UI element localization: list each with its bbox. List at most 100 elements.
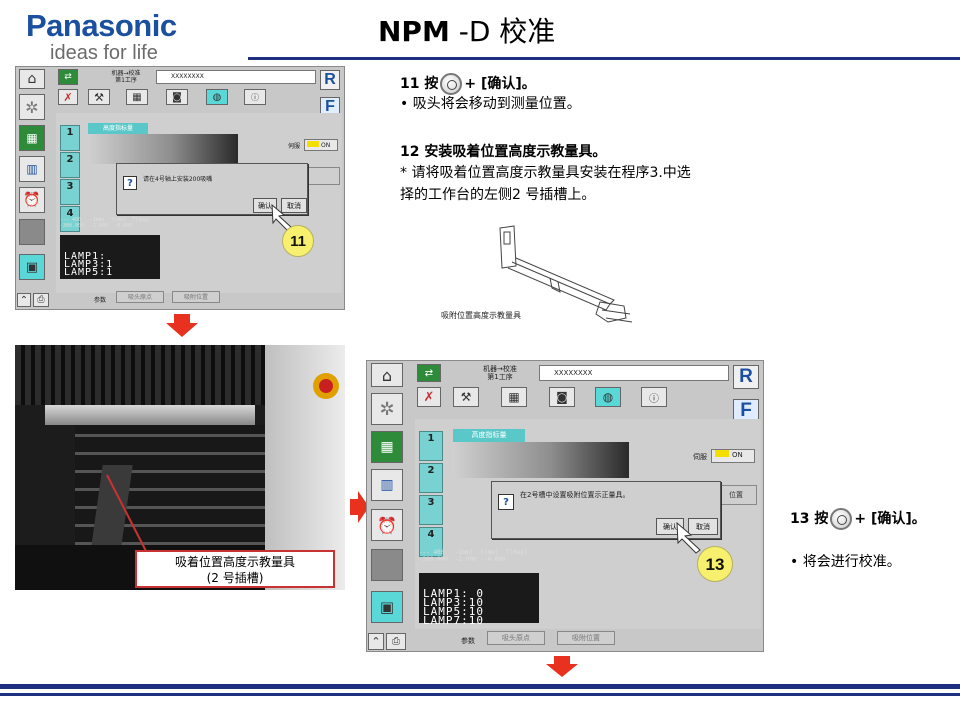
screen-header: 机器→校准第1工序 bbox=[91, 70, 161, 84]
step-11-text: 11 按 + [确认]。 bbox=[400, 73, 536, 95]
question-icon: ? bbox=[498, 494, 514, 510]
card-icon[interactable]: ▣ bbox=[371, 591, 403, 623]
info-icon[interactable]: ⓘ bbox=[641, 387, 667, 407]
program-file: XXXXXXXX bbox=[156, 70, 316, 84]
home-icon[interactable]: ⌂ bbox=[371, 363, 403, 387]
alarm-clock-icon[interactable]: ⏰ bbox=[19, 187, 45, 213]
pickup-position-button[interactable]: 吸附位置 bbox=[557, 631, 615, 645]
cancel-x-icon[interactable]: ✗ bbox=[58, 89, 78, 105]
grid-icon[interactable]: ▦ bbox=[501, 387, 527, 407]
step-12-note-1: * 请将吸着位置高度示教量具安装在程序3.中选 bbox=[400, 165, 691, 181]
print-icon[interactable]: ⎙ bbox=[386, 633, 406, 650]
step-1[interactable]: 1 bbox=[60, 125, 80, 151]
question-icon: ? bbox=[123, 176, 137, 190]
step-13-bullet: • 将会进行校准。 bbox=[790, 554, 901, 570]
blank-icon[interactable] bbox=[19, 219, 45, 245]
servo-label: 伺服 bbox=[693, 453, 707, 461]
machine-screen-1: ⌂ ✲ ▦ ▥ ⏰ ▣ ⌃ ⎙ ⇄ 机器→校准第1工序 XXXXXXXX R F… bbox=[15, 66, 345, 310]
step-13-text: 13 按+ [确认]。 bbox=[790, 508, 926, 530]
pcb-icon[interactable]: ▦ bbox=[371, 431, 403, 463]
round-button-icon bbox=[830, 508, 853, 530]
side-button[interactable] bbox=[306, 167, 340, 185]
servo-label: 伺服 bbox=[288, 143, 301, 150]
step-number-badge: 13 bbox=[697, 546, 733, 582]
side-position-button[interactable]: 位置 bbox=[715, 485, 757, 505]
home-icon[interactable]: ⌂ bbox=[19, 69, 45, 89]
header-line-1: 机器→校准 bbox=[111, 70, 141, 77]
chart-icon[interactable]: ▥ bbox=[19, 156, 45, 182]
wrench-icon[interactable]: ⚒ bbox=[88, 89, 110, 105]
servo-toggle[interactable]: ON bbox=[711, 449, 755, 463]
blank-icon[interactable] bbox=[371, 549, 403, 581]
step-13-confirm: + [确认]。 bbox=[854, 511, 926, 527]
chart-icon[interactable]: ▥ bbox=[371, 469, 403, 501]
title-bold: NPM bbox=[378, 15, 450, 48]
program-file: XXXXXXXX bbox=[539, 365, 729, 381]
lamp-panel bbox=[419, 573, 539, 623]
step-4[interactable]: 4 bbox=[419, 527, 443, 557]
step-3[interactable]: 3 bbox=[60, 179, 80, 205]
cancel-button[interactable]: 取消 bbox=[281, 198, 307, 213]
step-2[interactable]: 2 bbox=[419, 463, 443, 493]
step-11-bullet: • 吸头将会移动到测量位置。 bbox=[400, 96, 581, 112]
right-arrow-icon bbox=[350, 491, 369, 523]
r-button[interactable]: R bbox=[320, 70, 340, 90]
alarm-clock-icon[interactable]: ⏰ bbox=[371, 509, 403, 541]
params-label: 参数 bbox=[461, 637, 475, 645]
up-icon[interactable]: ⌃ bbox=[368, 633, 384, 650]
display-gradient bbox=[88, 134, 238, 164]
machine-photo bbox=[15, 345, 345, 590]
callout-line-2: (2 号插槽) bbox=[206, 571, 264, 585]
servo-on-label: ON bbox=[321, 142, 331, 149]
confirm-dialog: ? 请在4号轴上安装200吸嘴 确认 取消 bbox=[116, 163, 308, 215]
step-12-title: 12 安装吸着位置高度示教量具。 bbox=[400, 144, 607, 160]
lamp-readout: LAMP1: LAMP3:1 LAMP5:1 bbox=[64, 251, 114, 278]
nav-back-icon[interactable]: ⇄ bbox=[58, 69, 78, 85]
head-origin-button[interactable]: 吸头原点 bbox=[487, 631, 545, 645]
readout-values: --- 400 -1mm) Y(mm) T(deg) -300.000 -1.0… bbox=[60, 217, 151, 229]
camera-icon[interactable]: ◍ bbox=[206, 89, 228, 105]
head-origin-button[interactable]: 吸头原点 bbox=[116, 291, 164, 303]
step-1[interactable]: 1 bbox=[419, 431, 443, 461]
fan-icon[interactable]: ✲ bbox=[371, 393, 403, 425]
params-label: 参数 bbox=[94, 297, 107, 304]
header-line-2: 第1工序 bbox=[487, 373, 513, 381]
servo-toggle[interactable]: ON bbox=[304, 139, 338, 151]
footer-rule-1 bbox=[0, 684, 960, 689]
card-icon[interactable]: ▣ bbox=[19, 254, 45, 280]
pickup-position-button[interactable]: 吸附位置 bbox=[172, 291, 220, 303]
pointer-cursor-icon bbox=[676, 521, 701, 554]
round-button-icon bbox=[440, 73, 463, 95]
dialog-message: 在2号槽中设置吸附位置示正量具。 bbox=[520, 491, 630, 499]
step-11-label: 11 按 bbox=[400, 76, 439, 92]
r-button[interactable]: R bbox=[733, 365, 759, 389]
machine-screen-2: ⌂ ✲ ▦ ▥ ⏰ ▣ ⌃ ⎙ ⇄ 机器→校准第1工序 XXXXXXXX R F… bbox=[366, 360, 764, 652]
cancel-button[interactable]: 取消 bbox=[688, 518, 718, 535]
ok-button[interactable]: 确认 bbox=[253, 198, 277, 213]
nozzle-icon[interactable]: ◙ bbox=[549, 387, 575, 407]
fan-icon[interactable]: ✲ bbox=[19, 94, 45, 120]
print-icon[interactable]: ⎙ bbox=[33, 293, 49, 307]
lamp-panel bbox=[60, 235, 160, 279]
header-line-2: 第1工序 bbox=[115, 77, 137, 84]
step-3[interactable]: 3 bbox=[419, 495, 443, 525]
tab-height-gauge[interactable]: 高度指标量 bbox=[453, 429, 525, 442]
cancel-x-icon[interactable]: ✗ bbox=[417, 387, 441, 407]
grid-icon[interactable]: ▦ bbox=[126, 89, 148, 105]
step-12-note-2: 择的工作台的左侧2 号插槽上。 bbox=[400, 187, 596, 203]
camera-icon[interactable]: ◍ bbox=[595, 387, 621, 407]
step-11-confirm: + [确认]。 bbox=[464, 76, 536, 92]
wrench-icon[interactable]: ⚒ bbox=[453, 387, 479, 407]
step-4[interactable]: 4 bbox=[60, 206, 80, 232]
pcb-icon[interactable]: ▦ bbox=[19, 125, 45, 151]
info-icon[interactable]: ⓘ bbox=[244, 89, 266, 105]
gauge-callout: 吸着位置高度示教量具 (2 号插槽) bbox=[135, 550, 335, 588]
nozzle-icon[interactable]: ◙ bbox=[166, 89, 188, 105]
step-2[interactable]: 2 bbox=[60, 152, 80, 178]
header-line-1: 机器→校准 bbox=[483, 365, 517, 373]
tab-height-gauge[interactable]: 高度指标量 bbox=[88, 123, 148, 134]
nav-back-icon[interactable]: ⇄ bbox=[417, 364, 441, 382]
up-icon[interactable]: ⌃ bbox=[17, 293, 31, 307]
teaching-gauge-drawing bbox=[499, 225, 633, 323]
